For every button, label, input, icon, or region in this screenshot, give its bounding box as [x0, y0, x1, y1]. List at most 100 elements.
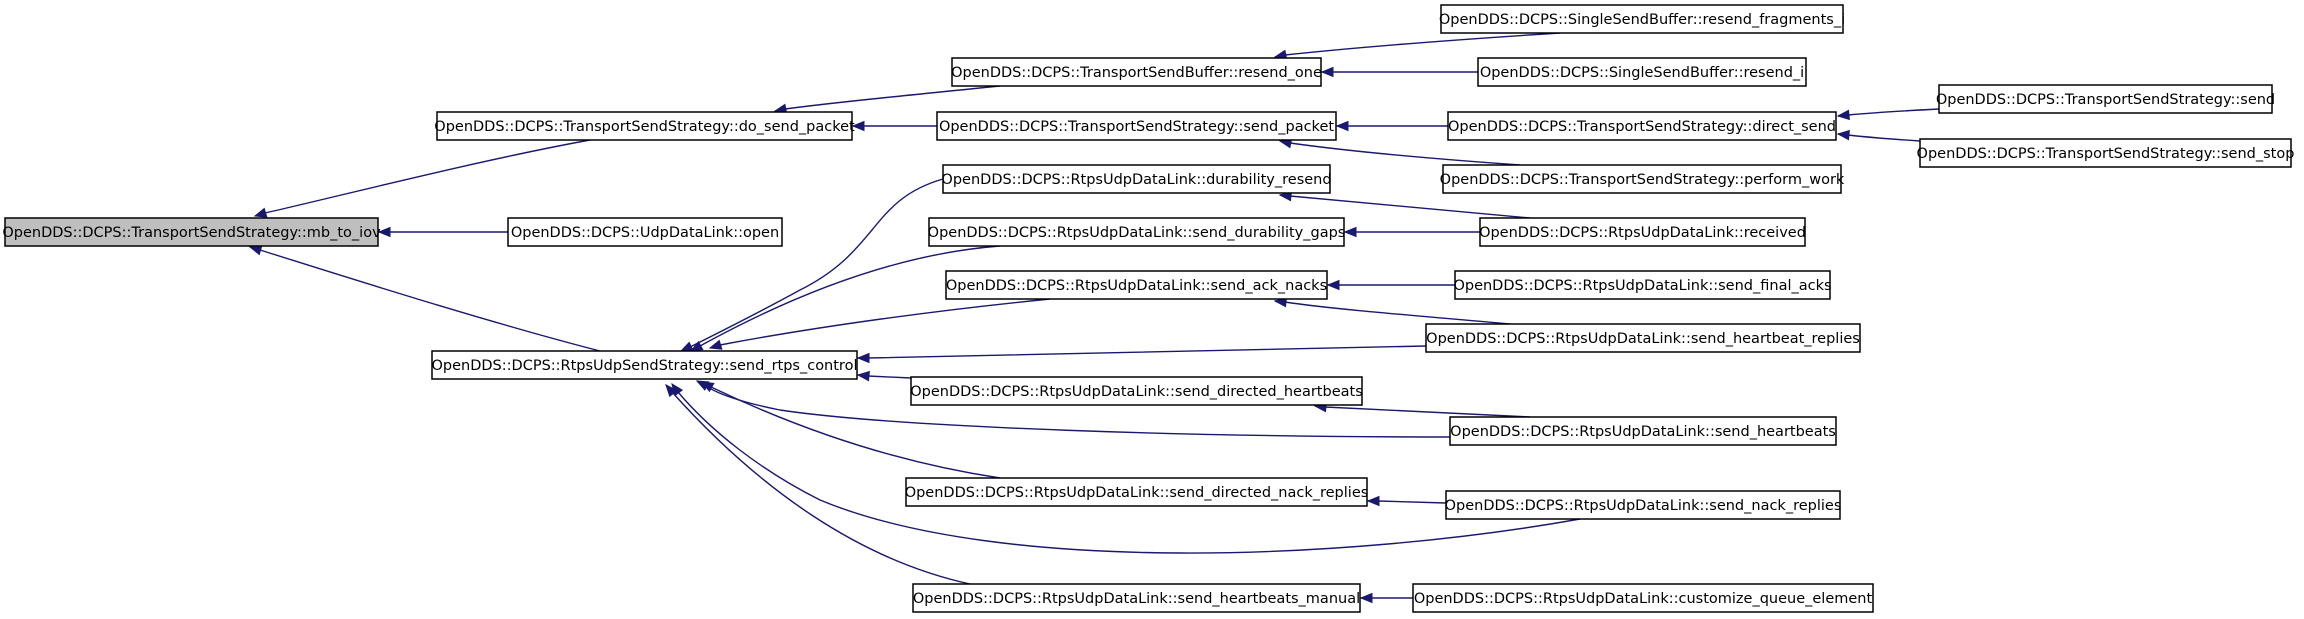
edge-line — [249, 246, 601, 352]
edge-line — [1837, 108, 1940, 117]
edge-line — [709, 298, 1051, 349]
node-box[interactable] — [1479, 217, 1806, 247]
node-send-durability-gaps[interactable]: OpenDDS::DCPS::RtpsUdpDataLink::send_dur… — [928, 217, 1346, 247]
arrowhead-icon — [1836, 109, 1850, 121]
node-box[interactable] — [431, 350, 858, 380]
edge-resend_one-to-do_send_packet — [773, 85, 1001, 114]
node-box[interactable] — [1442, 164, 1842, 194]
node-label: OpenDDS::DCPS::TransportSendStrategy::do… — [434, 119, 855, 135]
arrowhead-icon — [1326, 279, 1340, 291]
edge-line — [665, 384, 971, 585]
node-box[interactable] — [912, 583, 1361, 613]
node-box[interactable] — [928, 217, 1345, 247]
node-mb-to-iov[interactable]: OpenDDS::DCPS::TransportSendStrategy::mb… — [2, 217, 381, 247]
node-customize-queue-element[interactable]: OpenDDS::DCPS::RtpsUdpDataLink::customiz… — [1412, 583, 1874, 613]
node-label: OpenDDS::DCPS::RtpsUdpDataLink::send_nac… — [1445, 498, 1842, 514]
node-box[interactable] — [936, 111, 1337, 141]
node-box[interactable] — [905, 477, 1368, 507]
edge-send_directed_nack_replies-to-send_rtps_control — [700, 381, 1001, 479]
node-box[interactable] — [945, 270, 1328, 300]
edge-line — [701, 381, 1001, 479]
node-do-send-packet[interactable]: OpenDDS::DCPS::TransportSendStrategy::do… — [434, 111, 855, 141]
edge-line — [671, 383, 1581, 554]
node-box[interactable] — [1445, 490, 1841, 520]
node-perform-work[interactable]: OpenDDS::DCPS::TransportSendStrategy::pe… — [1440, 164, 1845, 194]
node-send-final-acks[interactable]: OpenDDS::DCPS::RtpsUdpDataLink::send_fin… — [1453, 270, 1832, 300]
node-box[interactable] — [910, 376, 1363, 406]
node-label: OpenDDS::DCPS::RtpsUdpDataLink::received — [1479, 225, 1806, 241]
node-tss-send-stop[interactable]: OpenDDS::DCPS::TransportSendStrategy::se… — [1917, 138, 2295, 168]
nodes-layer: OpenDDS::DCPS::TransportSendStrategy::mb… — [2, 4, 2295, 613]
edge-send_heartbeat_replies-to-send_rtps_control — [856, 345, 1427, 364]
node-send-directed-heartbeats[interactable]: OpenDDS::DCPS::RtpsUdpDataLink::send_dir… — [910, 376, 1363, 406]
node-box[interactable] — [1454, 270, 1831, 300]
edge-line — [1314, 405, 1531, 418]
edge-customize_queue_element-to-send_heartbeats_manual — [1359, 592, 1413, 604]
node-resend-fragments-i[interactable]: OpenDDS::DCPS::SingleSendBuffer::resend_… — [1439, 4, 1845, 34]
node-box[interactable] — [507, 217, 783, 247]
edge-tss_send_stop-to-direct_send — [1836, 129, 1921, 142]
node-send-rtps-control[interactable]: OpenDDS::DCPS::RtpsUdpSendStrategy::send… — [431, 350, 858, 380]
node-send-heartbeats-manual[interactable]: OpenDDS::DCPS::RtpsUdpDataLink::send_hea… — [912, 583, 1361, 613]
node-label: OpenDDS::DCPS::TransportSendStrategy::se… — [1917, 146, 2295, 162]
arrowhead-icon — [856, 370, 870, 382]
node-box[interactable] — [1440, 4, 1844, 34]
edge-received-to-durability_resend — [1278, 190, 1531, 219]
node-box[interactable] — [1412, 583, 1874, 613]
edge-send_ack_nacks-to-send_rtps_control — [708, 298, 1051, 350]
edge-line — [696, 380, 1451, 438]
node-direct-send[interactable]: OpenDDS::DCPS::TransportSendStrategy::di… — [1447, 111, 1837, 141]
node-send-nack-replies[interactable]: OpenDDS::DCPS::RtpsUdpDataLink::send_nac… — [1445, 490, 1842, 520]
node-box[interactable] — [951, 57, 1322, 87]
edge-send_heartbeat_replies-to-send_ack_nacks — [1273, 296, 1511, 325]
node-label: OpenDDS::DCPS::TransportSendStrategy::di… — [1448, 119, 1836, 135]
node-box[interactable] — [1919, 138, 2292, 168]
arrowhead-icon — [708, 339, 723, 350]
arrowhead-icon — [856, 352, 870, 364]
edge-line — [858, 345, 1427, 359]
edge-line — [1274, 300, 1511, 325]
node-resend-one[interactable]: OpenDDS::DCPS::TransportSendBuffer::rese… — [951, 57, 1322, 87]
node-label: OpenDDS::DCPS::RtpsUdpSendStrategy::send… — [432, 358, 858, 374]
edge-send_heartbeats_manual-to-send_rtps_control — [665, 383, 971, 585]
edge-line — [1837, 133, 1921, 142]
edge-resend_i-to-resend_one — [1320, 66, 1478, 78]
node-send-directed-nack-replies[interactable]: OpenDDS::DCPS::RtpsUdpDataLink::send_dir… — [905, 477, 1369, 507]
node-send-heartbeat-replies[interactable]: OpenDDS::DCPS::RtpsUdpDataLink::send_hea… — [1425, 323, 1861, 353]
node-send-ack-nacks[interactable]: OpenDDS::DCPS::RtpsUdpDataLink::send_ack… — [945, 270, 1328, 300]
arrowhead-icon — [1836, 129, 1850, 141]
node-label: OpenDDS::DCPS::RtpsUdpDataLink::send_hea… — [1426, 331, 1860, 347]
edge-line — [1279, 194, 1531, 219]
edge-send_directed_heartbeats-to-send_rtps_control — [856, 370, 912, 382]
edges-layer — [248, 32, 1940, 604]
node-received[interactable]: OpenDDS::DCPS::RtpsUdpDataLink::received — [1479, 217, 1806, 247]
edge-send_nack_replies-to-send_directed_nack_replies — [1366, 495, 1447, 507]
node-label: OpenDDS::DCPS::RtpsUdpDataLink::send_fin… — [1453, 278, 1831, 294]
arrowhead-icon — [1359, 592, 1373, 604]
arrowhead-icon — [1320, 66, 1334, 78]
node-box[interactable] — [942, 164, 1331, 194]
edge-line — [774, 85, 1001, 112]
node-label: OpenDDS::DCPS::RtpsUdpDataLink::send_ack… — [946, 278, 1327, 294]
node-box[interactable] — [1938, 84, 2273, 114]
node-udp-open[interactable]: OpenDDS::DCPS::UdpDataLink::open — [507, 217, 783, 247]
node-box[interactable] — [1425, 323, 1861, 353]
node-send-heartbeats[interactable]: OpenDDS::DCPS::RtpsUdpDataLink::send_hea… — [1449, 416, 1837, 446]
node-tss-send[interactable]: OpenDDS::DCPS::TransportSendStrategy::se… — [1936, 84, 2275, 114]
edge-durability_resend-to-send_rtps_control — [679, 178, 944, 352]
node-send-packet[interactable]: OpenDDS::DCPS::TransportSendStrategy::se… — [936, 111, 1337, 141]
node-resend-i[interactable]: OpenDDS::DCPS::SingleSendBuffer::resend_… — [1477, 57, 1807, 87]
edge-line — [1279, 140, 1521, 166]
arrowhead-icon — [700, 381, 715, 393]
node-box[interactable] — [1449, 416, 1837, 446]
edge-direct_send-to-send_packet — [1335, 120, 1448, 132]
node-label: OpenDDS::DCPS::RtpsUdpDataLink::send_dur… — [928, 225, 1346, 241]
node-label: OpenDDS::DCPS::SingleSendBuffer::resend_… — [1439, 12, 1845, 28]
node-box[interactable] — [4, 217, 379, 247]
node-box[interactable] — [436, 111, 853, 141]
node-box[interactable] — [1447, 111, 1837, 141]
edge-do_send_packet-to-mb_to_iov — [253, 139, 591, 218]
node-box[interactable] — [1477, 57, 1807, 87]
arrowhead-icon — [665, 383, 678, 398]
node-durability-resend[interactable]: OpenDDS::DCPS::RtpsUdpDataLink::durabili… — [941, 164, 1332, 194]
